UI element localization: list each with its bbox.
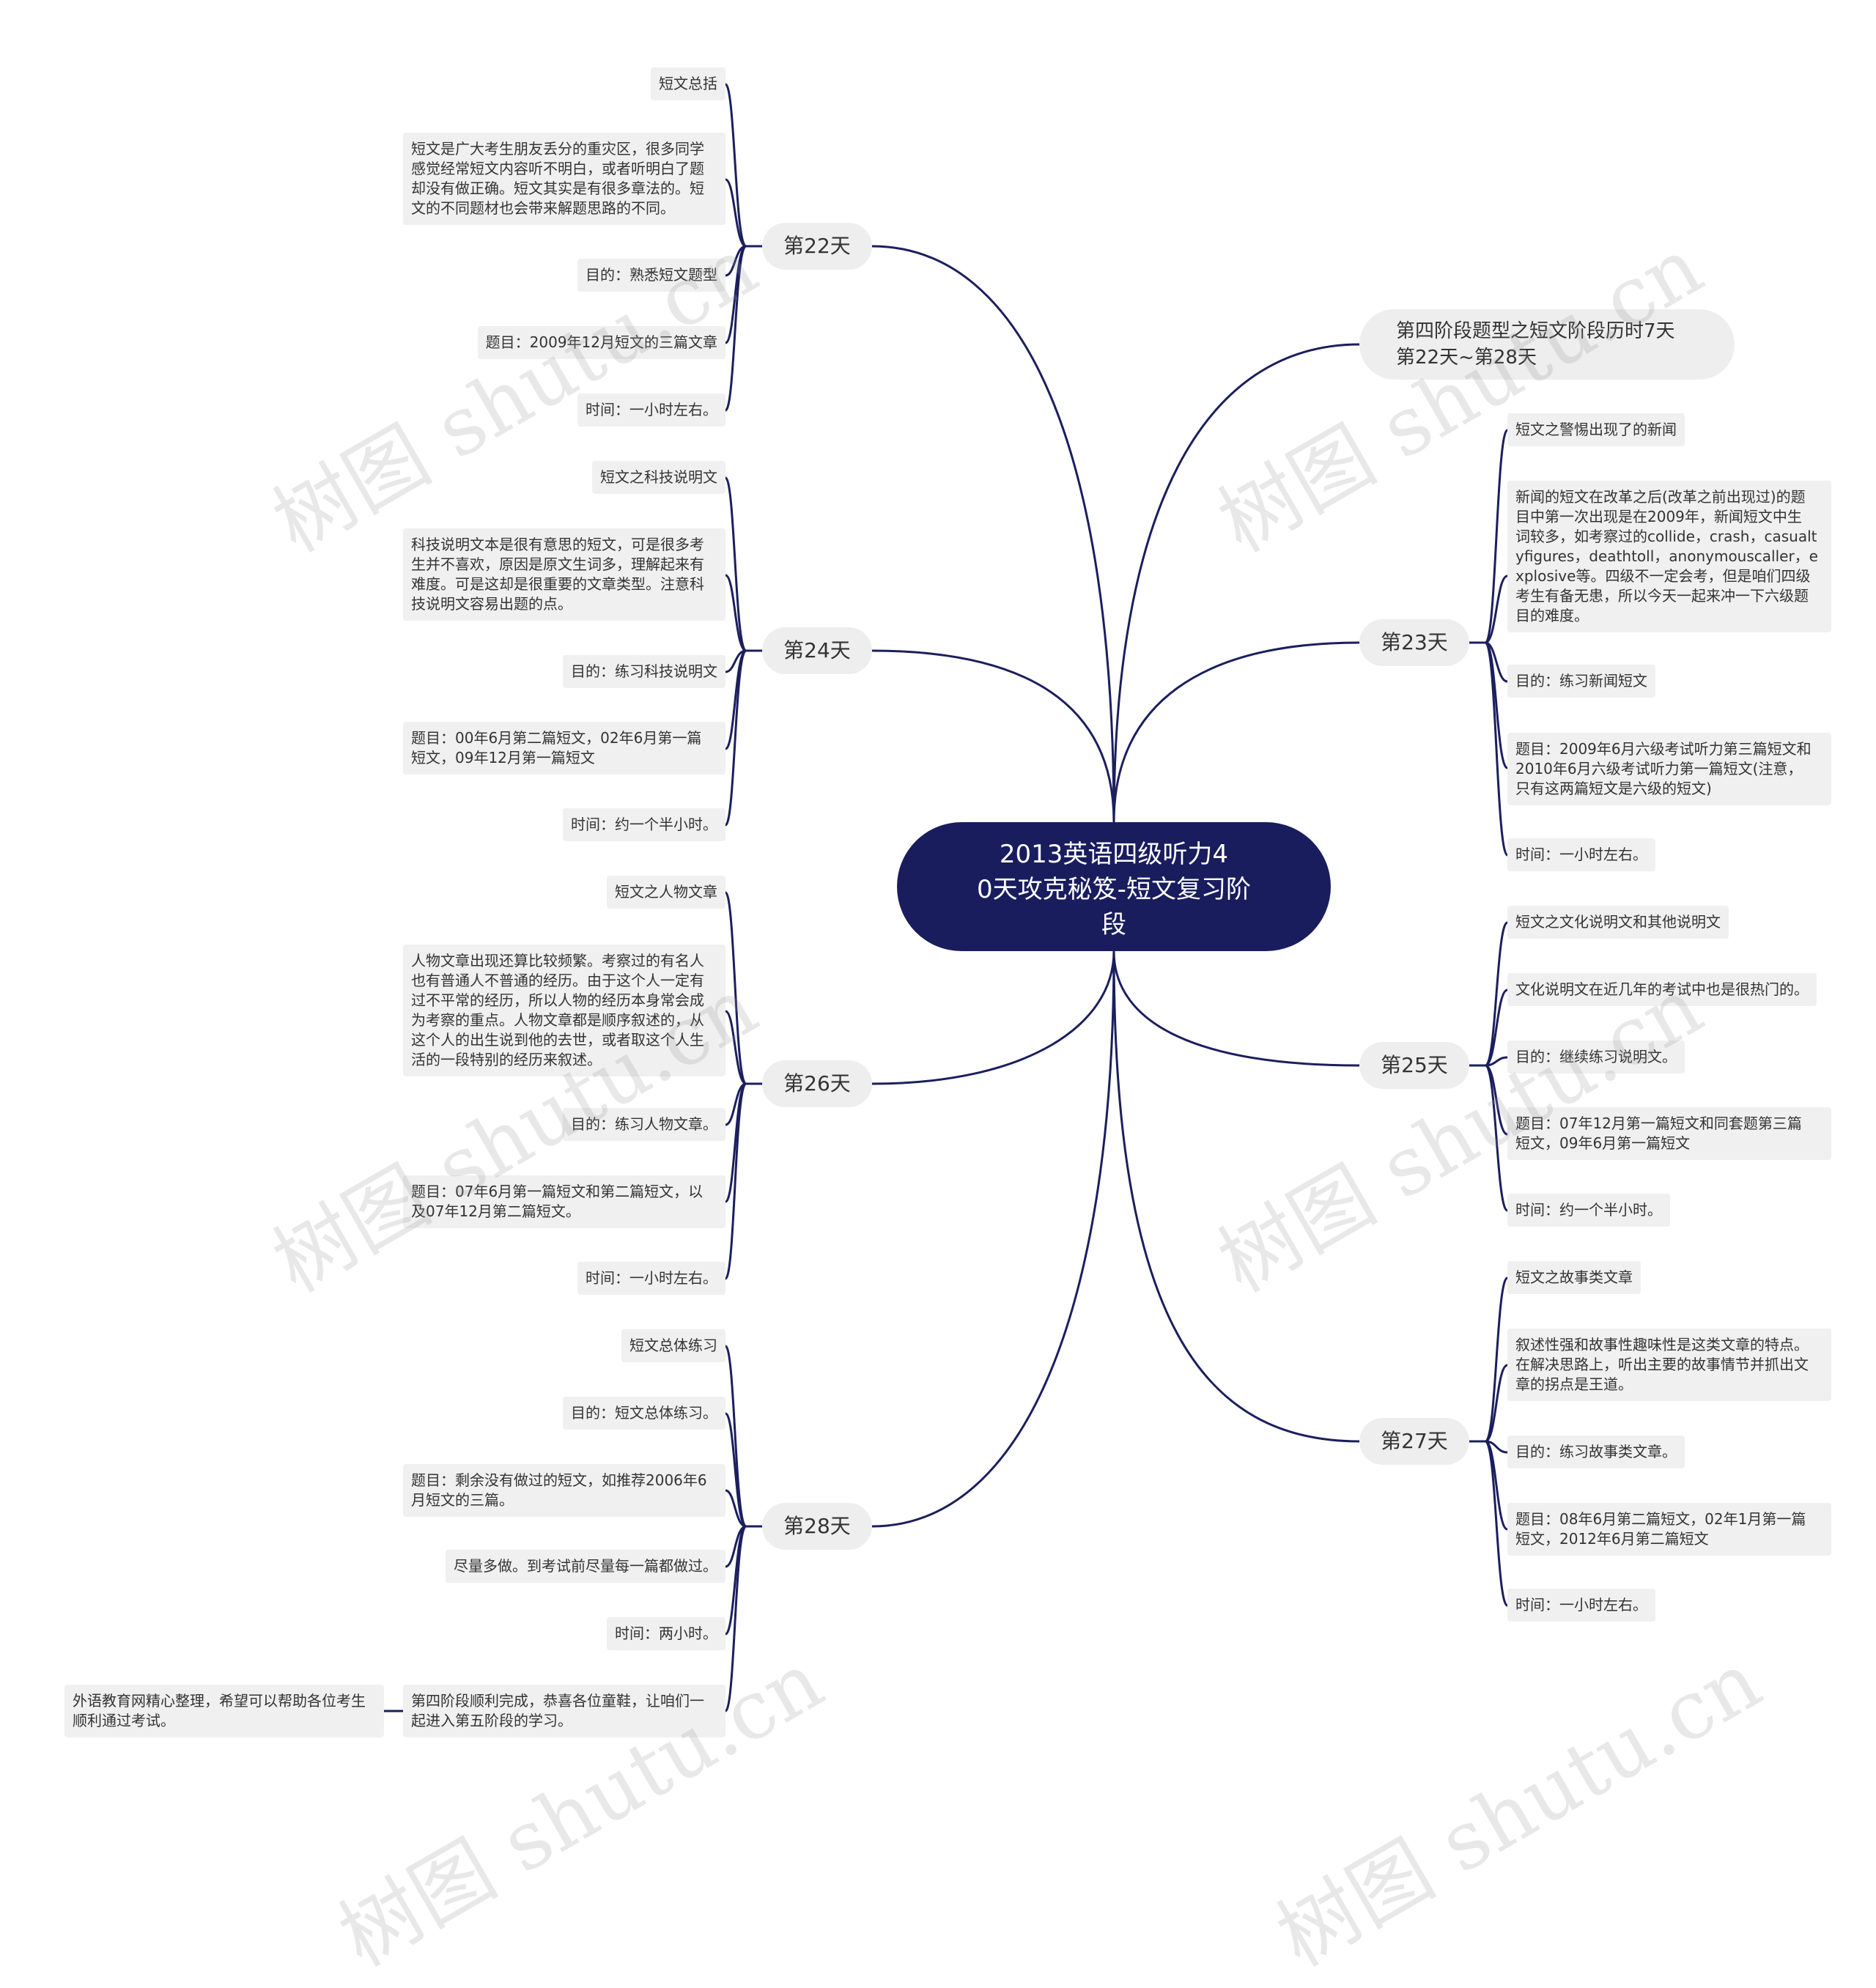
branch-day-24[interactable]: 第24天 (762, 627, 872, 674)
leaf-d24-goal[interactable]: 目的：练习科技说明文 (563, 655, 725, 688)
leaf-d26-time[interactable]: 时间：一小时左右。 (577, 1262, 725, 1295)
leaf-d24-topic[interactable]: 短文之科技说明文 (592, 461, 725, 494)
leaf-d28-conclusion[interactable]: 第四阶段顺利完成，恭喜各位童鞋，让咱们一 起进入第五阶段的学习。 (403, 1685, 725, 1737)
leaf-d25-description[interactable]: 文化说明文在近几年的考试中也是很热门的。 (1507, 973, 1817, 1006)
leaf-d28-practice-more[interactable]: 尽量多做。到考试前尽量每一篇都做过。 (446, 1550, 725, 1583)
leaf-d25-goal[interactable]: 目的：继续练习说明文。 (1507, 1041, 1685, 1074)
leaf-d27-time[interactable]: 时间：一小时左右。 (1507, 1589, 1655, 1622)
branch-day-27[interactable]: 第27天 (1359, 1418, 1469, 1465)
leaf-d24-description[interactable]: 科技说明文本是很有意思的短文，可是很多考 生并不喜欢，原因是原文生词多，理解起来… (403, 528, 725, 621)
stage-overview-node[interactable]: 第四阶段题型之短文阶段历时7天 第22天~第28天 (1359, 309, 1735, 380)
leaf-d26-topic[interactable]: 短文之人物文章 (607, 876, 725, 909)
leaf-d24-time[interactable]: 时间：约一个半小时。 (563, 808, 725, 841)
leaf-d28-goal[interactable]: 目的：短文总体练习。 (563, 1397, 725, 1430)
branch-day-28[interactable]: 第28天 (762, 1503, 872, 1550)
connector-lines (384, 83, 1509, 1712)
leaf-d24-exercise[interactable]: 题目：00年6月第二篇短文，02年6月第一篇 短文，09年12月第一篇短文 (403, 722, 725, 775)
leaf-d28-source-note[interactable]: 外语教育网精心整理，希望可以帮助各位考生 顺利通过考试。 (64, 1685, 384, 1737)
leaf-d25-topic[interactable]: 短文之文化说明文和其他说明文 (1507, 906, 1729, 939)
leaf-d22-goal[interactable]: 目的：熟悉短文题型 (577, 259, 725, 292)
leaf-d22-topic[interactable]: 短文总括 (651, 67, 725, 100)
leaf-d27-exercise[interactable]: 题目：08年6月第二篇短文，02年1月第一篇 短文，2012年6月第二篇短文 (1507, 1503, 1831, 1556)
leaf-d23-goal[interactable]: 目的：练习新闻短文 (1507, 665, 1655, 698)
branch-day-26[interactable]: 第26天 (762, 1060, 872, 1107)
branch-day-22[interactable]: 第22天 (762, 223, 872, 270)
leaf-d28-exercise[interactable]: 题目：剩余没有做过的短文，如推荐2006年6 月短文的三篇。 (403, 1464, 725, 1517)
leaf-d27-description[interactable]: 叙述性强和故事性趣味性是这类文章的特点。 在解决思路上，听出主要的故事情节并抓出… (1507, 1329, 1831, 1401)
leaf-d26-goal[interactable]: 目的：练习人物文章。 (563, 1108, 725, 1141)
leaf-d23-description[interactable]: 新闻的短文在改革之后(改革之前出现过)的题 目中第一次出现是在2009年，新闻短… (1507, 481, 1831, 632)
leaf-d27-topic[interactable]: 短文之故事类文章 (1507, 1261, 1641, 1294)
root-topic[interactable]: 2013英语四级听力4 0天攻克秘笈-短文复习阶 段 (897, 822, 1331, 951)
leaf-d28-time[interactable]: 时间：两小时。 (607, 1617, 725, 1650)
leaf-d27-goal[interactable]: 目的：练习故事类文章。 (1507, 1435, 1685, 1468)
leaf-d25-exercise[interactable]: 题目：07年12月第一篇短文和同套题第三篇 短文，09年6月第一篇短文 (1507, 1107, 1831, 1160)
branch-day-25[interactable]: 第25天 (1359, 1042, 1469, 1089)
leaf-d23-topic[interactable]: 短文之警惕出现了的新闻 (1507, 413, 1685, 446)
leaf-d23-time[interactable]: 时间：一小时左右。 (1507, 838, 1655, 871)
mind-map: 2013英语四级听力4 0天攻克秘笈-短文复习阶 段 第四阶段题型之短文阶段历时… (64, 67, 1831, 1737)
leaf-d22-description[interactable]: 短文是广大考生朋友丢分的重灾区，很多同学 感觉经常短文内容听不明白，或者听明白了… (403, 133, 725, 225)
leaf-d25-time[interactable]: 时间：约一个半小时。 (1507, 1194, 1670, 1227)
leaf-d22-time[interactable]: 时间：一小时左右。 (577, 393, 725, 426)
leaf-d26-description[interactable]: 人物文章出现还算比较频繁。考察过的有名人 也有普通人不普通的经历。由于这个人一定… (403, 945, 725, 1076)
leaf-d26-exercise[interactable]: 题目：07年6月第一篇短文和第二篇短文，以 及07年12月第二篇短文。 (403, 1175, 725, 1228)
leaf-d23-exercise[interactable]: 题目：2009年6月六级考试听力第三篇短文和 2010年6月六级考试听力第一篇短… (1507, 733, 1831, 805)
leaf-d22-exercise[interactable]: 题目：2009年12月短文的三篇文章 (477, 326, 725, 359)
leaf-d28-topic[interactable]: 短文总体练习 (621, 1329, 725, 1362)
branch-day-23[interactable]: 第23天 (1359, 619, 1469, 666)
